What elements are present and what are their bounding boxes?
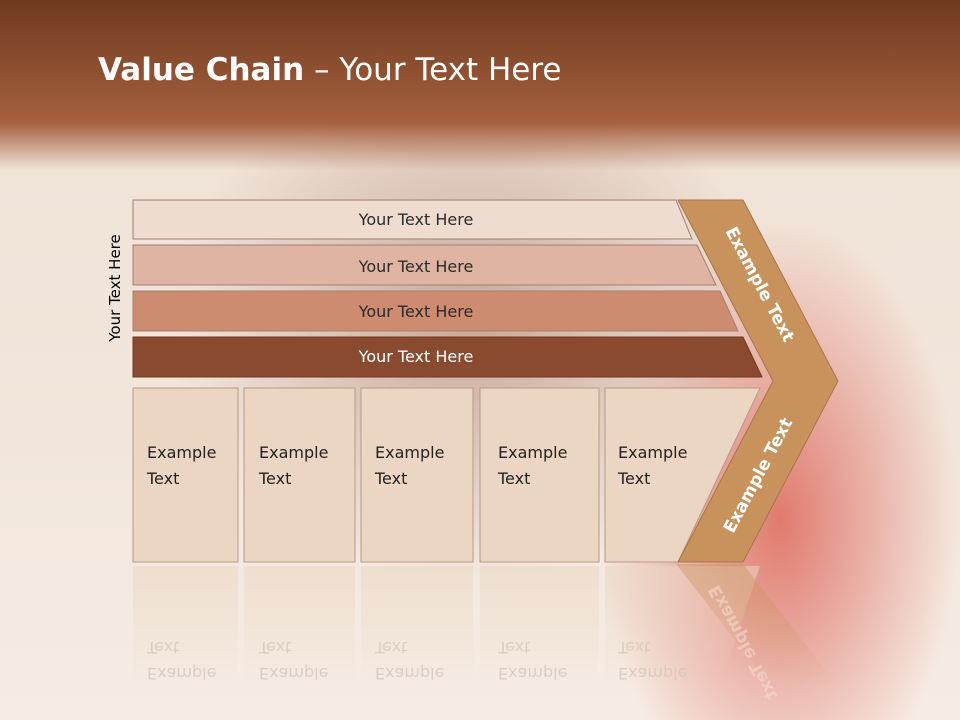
bar-2-label: Your Text Here — [358, 257, 474, 276]
activity-box — [479, 387, 600, 563]
header-band — [0, 0, 960, 170]
bar-3 — [132, 290, 739, 332]
activity-box — [243, 387, 356, 563]
box-reflection — [244, 566, 355, 686]
bar-1-label: Your Text Here — [358, 210, 474, 229]
bar-2 — [132, 244, 717, 286]
box-reflection — [361, 566, 473, 686]
chevron-reflection — [676, 564, 838, 686]
slide-title: Value Chain – Your Text Here — [98, 52, 561, 88]
margin-chevron — [677, 199, 839, 563]
bar-1 — [132, 199, 693, 240]
title-bold: Value Chain — [98, 52, 305, 88]
bar-4-label: Your Text Here — [358, 347, 474, 366]
bar-4 — [132, 336, 763, 378]
activity-box — [132, 387, 239, 563]
title-rest: – Your Text Here — [304, 52, 562, 88]
bar-3-label: Your Text Here — [358, 302, 474, 321]
box-reflection — [133, 566, 238, 686]
activity-box — [360, 387, 474, 563]
box-reflection — [480, 566, 599, 686]
reflection-group — [133, 564, 838, 686]
